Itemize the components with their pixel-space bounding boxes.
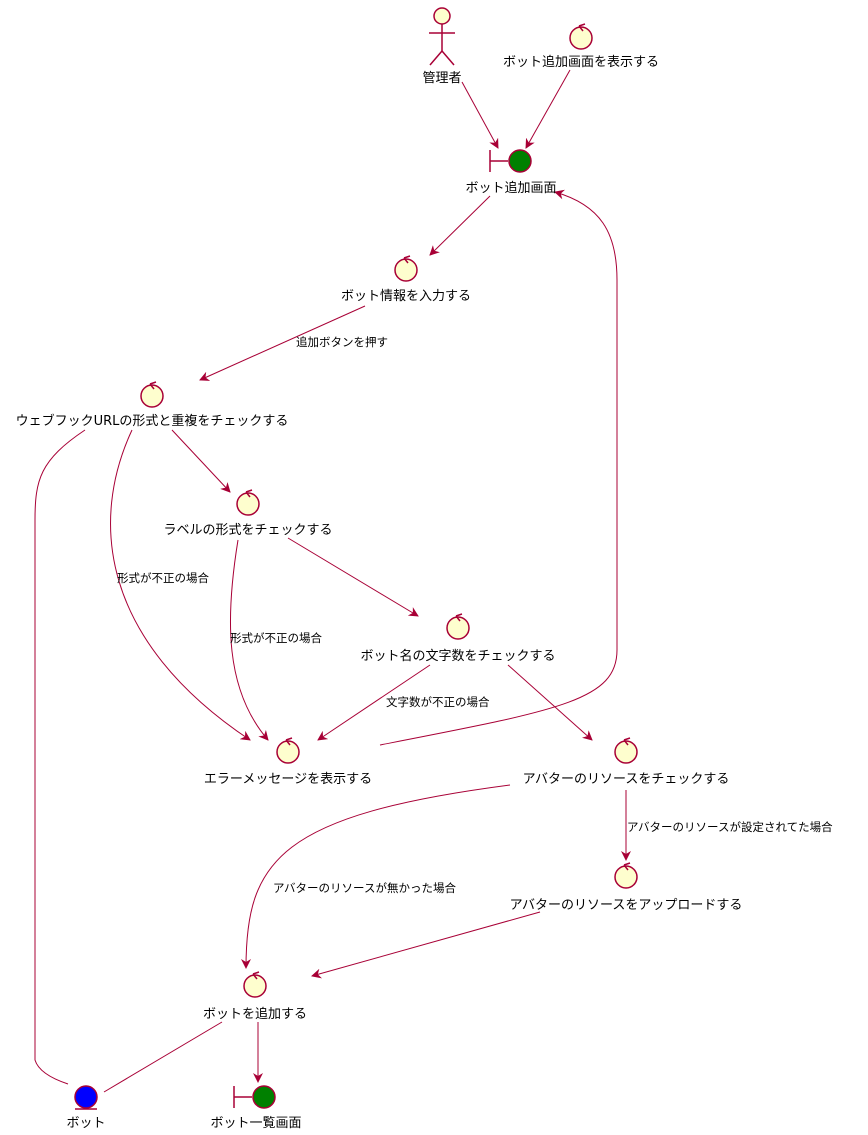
- control-icon: [236, 489, 260, 516]
- control-icon: [614, 737, 638, 764]
- edge-label-input-to-webhook: 追加ボタンを押す: [296, 335, 388, 349]
- edge-label-avatar-to-add: アバターのリソースが無かった場合: [273, 881, 456, 895]
- control-icon: [276, 737, 300, 764]
- node-label: アバターのリソースをアップロードする: [510, 898, 743, 913]
- control-check-avatar: アバターのリソースをチェックする: [523, 737, 730, 787]
- control-icon: [394, 255, 418, 282]
- edge-label-webhook-to-error: 形式が不正の場合: [117, 571, 209, 585]
- entity-bot: ボット: [66, 1085, 106, 1131]
- control-icon: [569, 23, 593, 50]
- edge-label-label-to-error: 形式が不正の場合: [230, 631, 322, 645]
- edge-webhook-to-label: [171, 429, 231, 493]
- edge-labels: 追加ボタンを押す 形式が不正の場合 形式が不正の場合 文字数が不正の場合 アバタ…: [117, 335, 833, 895]
- boundary-add-screen: ボット追加画面: [465, 149, 557, 196]
- edge-upload-to-add: [311, 911, 541, 979]
- control-upload-avatar: アバターのリソースをアップロードする: [510, 862, 743, 913]
- edge-name-to-avatar: [507, 664, 593, 741]
- edge-label-to-error: [229, 539, 269, 741]
- edge-webhook-to-bot: [34, 429, 86, 1085]
- control-check-name: ボット名の文字数をチェックする: [360, 613, 556, 664]
- node-label: ボット追加画面: [465, 180, 556, 196]
- actor-admin: 管理者: [422, 7, 462, 86]
- edge-avatar-to-add: [241, 784, 511, 969]
- control-icon: [614, 862, 638, 889]
- control-icon: [140, 381, 164, 408]
- edge-name-to-error: [317, 664, 431, 741]
- control-check-webhook: ウェブフックURLの形式と重複をチェックする: [16, 381, 289, 429]
- control-icon: [243, 971, 267, 998]
- node-label: ラベルの形式をチェックする: [163, 523, 332, 538]
- control-check-label: ラベルの形式をチェックする: [163, 489, 333, 538]
- control-icon: [446, 613, 470, 640]
- edge-add-to-bot: [103, 1021, 223, 1093]
- node-label: ウェブフックURLの形式と重複をチェックする: [16, 413, 289, 429]
- node-label: エラーメッセージを表示する: [204, 772, 372, 787]
- node-label: ボット一覧画面: [210, 1115, 301, 1131]
- boundary-icon: [489, 149, 532, 173]
- control-show-error: エラーメッセージを表示する: [204, 737, 372, 787]
- entity-icon: [74, 1085, 98, 1110]
- edge-input-to-webhook: [199, 305, 366, 381]
- control-input-info: ボット情報を入力する: [341, 255, 471, 304]
- edge-label-avatar-to-upload: アバターのリソースが設定されてた場合: [627, 820, 833, 834]
- boundary-list-screen: ボット一覧画面: [210, 1085, 302, 1131]
- edge-admin-to-add-screen: [461, 81, 499, 149]
- edge-webhook-to-error: [110, 429, 251, 741]
- node-label: ボット: [66, 1116, 105, 1131]
- control-show-add-screen: ボット追加画面を表示する: [503, 23, 659, 70]
- boundary-icon: [233, 1085, 276, 1109]
- node-label: ボット名の文字数をチェックする: [360, 648, 555, 664]
- edge-label-name-to-error: 文字数が不正の場合: [386, 695, 490, 709]
- stick-figure-icon: [429, 7, 455, 66]
- edge-show-to-add-screen: [525, 69, 571, 149]
- edge-error-to-add-screen: [379, 189, 618, 746]
- node-label: 管理者: [422, 71, 461, 86]
- edge-label-to-name: [287, 537, 419, 617]
- edges: [34, 69, 631, 1093]
- edge-add-screen-to-input: [429, 195, 491, 256]
- node-label: アバターのリソースをチェックする: [523, 772, 730, 787]
- control-add-bot: ボットを追加する: [203, 971, 307, 1022]
- node-label: ボット情報を入力する: [341, 289, 471, 304]
- node-label: ボット追加画面を表示する: [503, 54, 659, 70]
- node-label: ボットを追加する: [203, 1006, 307, 1022]
